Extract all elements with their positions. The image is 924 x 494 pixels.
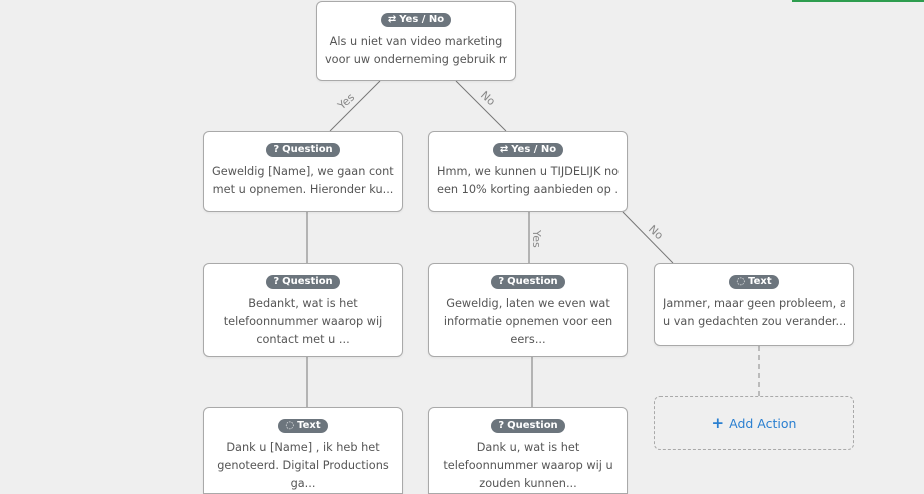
node-type-badge: ?Question — [491, 275, 565, 289]
question-icon: ? — [273, 276, 280, 287]
edge-label-no-1: No — [478, 89, 498, 109]
node-root-yes-no[interactable]: ⇄Yes / No Als u niet van video marketing… — [316, 1, 516, 81]
edge-label-no-2: No — [646, 223, 666, 243]
node-type-badge: ?Question — [491, 419, 565, 433]
question-icon: ? — [498, 276, 505, 287]
node-text-2[interactable]: ◌Text Dank u [Name] , ik heb het genotee… — [203, 407, 403, 494]
plus-icon: + — [711, 414, 725, 432]
swap-icon: ⇄ — [499, 144, 509, 155]
node-text: Hmm, we kunnen u TIJDELIJK nog een 10% k… — [437, 165, 619, 196]
node-text: Jammer, maar geen probleem, als u van ge… — [663, 297, 845, 328]
edge-root-to-q1 — [329, 80, 381, 132]
node-text: Geweldig [Name], we gaan contact met u o… — [212, 165, 394, 196]
question-icon: ? — [273, 144, 280, 155]
node-type-badge: ?Question — [266, 275, 340, 289]
swap-icon: ⇄ — [387, 14, 397, 25]
node-text-1[interactable]: ◌Text Jammer, maar geen probleem, als u … — [654, 263, 854, 346]
node-question-4[interactable]: ?Question Dank u, wat is het telefoonnum… — [428, 407, 628, 494]
node-yes-no-2[interactable]: ⇄Yes / No Hmm, we kunnen u TIJDELIJK nog… — [428, 131, 628, 212]
add-action-button[interactable]: + Add Action — [654, 396, 854, 450]
edge-root-to-yn2 — [455, 80, 507, 132]
node-text: Bedankt, wat is het telefoonnummer waaro… — [223, 297, 383, 346]
node-text: Als u niet van video marketing voor uw o… — [325, 35, 507, 66]
node-question-2[interactable]: ?Question Bedankt, wat is het telefoonnu… — [203, 263, 403, 357]
node-question-1[interactable]: ?Question Geweldig [Name], we gaan conta… — [203, 131, 403, 212]
edge-label-yes-1: Yes — [335, 91, 358, 113]
speech-bubble-icon: ◌ — [736, 276, 746, 287]
node-type-badge: ◌Text — [278, 419, 328, 433]
question-icon: ? — [498, 420, 505, 431]
node-type-badge: ⇄Yes / No — [492, 143, 564, 157]
node-type-badge: ⇄Yes / No — [380, 13, 452, 27]
node-type-badge: ◌Text — [729, 275, 779, 289]
node-text: Dank u [Name] , ik heb het genoteerd. Di… — [217, 441, 389, 490]
node-text: Dank u, wat is het telefoonnummer waarop… — [443, 441, 613, 490]
accent-bar — [792, 0, 924, 2]
node-question-3[interactable]: ?Question Geweldig, laten we even wat in… — [428, 263, 628, 357]
node-type-badge: ?Question — [266, 143, 340, 157]
edge-yn2-to-t1 — [622, 211, 674, 264]
edge-label-yes-2: Yes — [530, 229, 543, 248]
speech-bubble-icon: ◌ — [285, 420, 295, 431]
node-text: Geweldig, laten we even wat informatie o… — [443, 297, 613, 346]
